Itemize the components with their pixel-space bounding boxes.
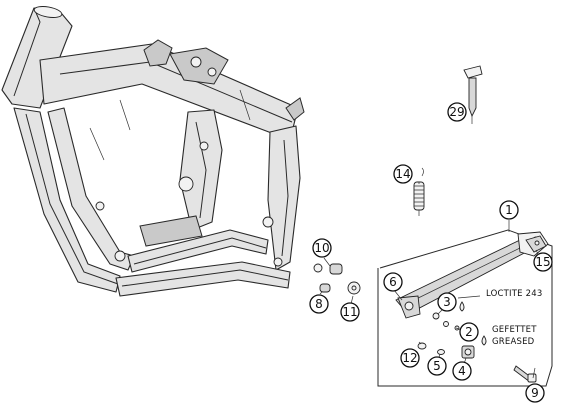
callout-9: 9 <box>525 383 545 403</box>
callout-1: 1 <box>499 200 519 220</box>
callout-5-label: 5 <box>433 359 441 373</box>
callout-2-label: 2 <box>465 325 473 339</box>
callout-6-label: 6 <box>389 275 397 289</box>
callout-8-label: 8 <box>315 297 323 311</box>
callout-29: 29 <box>447 102 467 122</box>
greased-english-label: GREASED <box>492 337 535 347</box>
callout-1-label: 1 <box>505 203 513 217</box>
callout-2: 2 <box>459 322 479 342</box>
callout-29-label: 29 <box>449 105 464 119</box>
spring-part <box>413 167 425 216</box>
callout-14-label: 14 <box>395 167 410 181</box>
callout-15: 15 <box>533 252 553 272</box>
motorcycle-frame <box>1 6 305 297</box>
callout-8: 8 <box>309 294 329 314</box>
callout-12-label: 12 <box>402 351 417 365</box>
callout-14: 14 <box>393 164 413 184</box>
loctite-label: LOCTITE 243 <box>486 289 542 299</box>
clip-part <box>525 235 547 253</box>
callout-3-label: 3 <box>443 295 451 309</box>
bushing-parts <box>313 263 361 295</box>
callout-11: 11 <box>340 302 360 322</box>
callout-4-label: 4 <box>458 364 466 378</box>
callout-9-label: 9 <box>531 386 539 400</box>
loctite-note: LOCTITE 243 <box>486 289 542 299</box>
callout-10: 10 <box>312 238 332 258</box>
greased-note: GEFETTET GREASED <box>492 325 537 347</box>
callout-12: 12 <box>400 348 420 368</box>
callout-15-label: 15 <box>535 255 550 269</box>
callout-5: 5 <box>427 356 447 376</box>
tool-part <box>463 65 483 124</box>
callout-10-label: 10 <box>314 241 329 255</box>
callout-11-label: 11 <box>342 305 357 319</box>
greased-german-label: GEFETTET <box>492 325 537 335</box>
callout-3: 3 <box>437 292 457 312</box>
callout-6: 6 <box>383 272 403 292</box>
callout-4: 4 <box>452 361 472 381</box>
